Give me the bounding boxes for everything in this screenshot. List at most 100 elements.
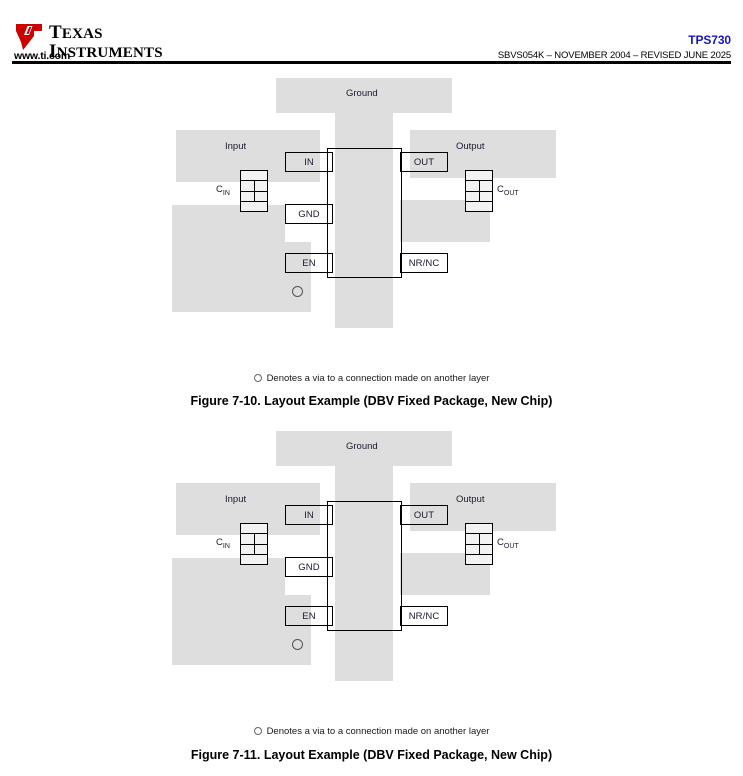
cap-out-label-text: C	[497, 537, 504, 548]
ground-plane	[276, 431, 452, 466]
via-legend-icon	[253, 374, 262, 382]
cap-cell	[255, 545, 268, 554]
layout-diagram: Ground Input Output IN GND EN OUT NR/NC …	[0, 70, 743, 328]
cap-cell-row	[241, 534, 268, 545]
chip-body	[327, 148, 402, 278]
cap-cell	[255, 534, 268, 543]
cap-cell-row	[241, 544, 268, 555]
cap-cell	[241, 534, 255, 544]
ground-plane-label: Ground	[346, 88, 378, 99]
pin-nr-nc[interactable]: NR/NC	[400, 606, 448, 626]
via-marker-icon	[292, 286, 303, 297]
cap-cell	[466, 555, 492, 564]
output-plane-label: Output	[456, 494, 485, 505]
via-legend: Denotes a via to a connection made on an…	[0, 726, 743, 737]
input-plane-label: Input	[225, 141, 247, 152]
input-lower-plane	[172, 205, 285, 312]
cap-cell	[241, 171, 267, 180]
cap-cell	[241, 181, 255, 191]
cap-cell-row	[466, 544, 493, 555]
cap-out-footprint	[465, 523, 493, 565]
cap-out-footprint	[465, 170, 493, 212]
ti-wordmark: TEXAS INSTRUMENTS	[49, 22, 163, 61]
cap-out-label-sub: OUT	[503, 542, 519, 550]
input-lower-plane	[172, 558, 285, 665]
cap-cell-row	[241, 181, 268, 192]
pin-out[interactable]: OUT	[400, 505, 448, 525]
pin-out[interactable]: OUT	[400, 152, 448, 172]
cap-cell-row	[466, 171, 492, 182]
ti-wordmark-instruments: INSTRUMENTS	[49, 42, 163, 61]
ti-wordmark-texas: TEXAS	[49, 23, 163, 42]
cap-cell-row	[466, 555, 492, 564]
cap-cell	[255, 181, 268, 190]
ti-website-url[interactable]: www.ti.com	[14, 50, 70, 62]
pin-in[interactable]: IN	[285, 152, 333, 172]
cap-in-label-text: C	[216, 537, 223, 548]
cap-cell	[480, 192, 493, 201]
output-plane-label: Output	[456, 141, 485, 152]
cap-cell	[241, 191, 255, 201]
via-legend-text: Denotes a via to a connection made on an…	[266, 373, 490, 384]
pin-en[interactable]: EN	[285, 606, 333, 626]
cap-cell-row	[241, 202, 267, 211]
cap-cell-row	[241, 555, 267, 564]
header-right-block: TPS730 SBVS054K – NOVEMBER 2004 – REVISE…	[497, 33, 731, 62]
cap-cell-row	[241, 171, 267, 182]
cap-in-footprint	[240, 170, 268, 212]
cap-in-footprint	[240, 523, 268, 565]
cap-cell	[241, 202, 267, 211]
pin-nr-nc[interactable]: NR/NC	[400, 253, 448, 273]
cap-cell-row	[241, 524, 267, 535]
cap-cell-row	[466, 191, 493, 202]
ti-wordmark-instruments-cap: I	[49, 41, 57, 62]
figure-caption: Figure 7-10. Layout Example (DBV Fixed P…	[190, 394, 553, 408]
cap-cell	[466, 534, 480, 544]
pin-gnd[interactable]: GND	[285, 557, 333, 577]
pin-gnd[interactable]: GND	[285, 204, 333, 224]
cap-cell	[466, 181, 480, 191]
cap-cell	[466, 171, 492, 180]
cap-cell	[255, 192, 268, 201]
cap-cell	[480, 181, 493, 190]
cap-cell-row	[466, 181, 493, 192]
ti-logo: TEXAS INSTRUMENTS	[14, 22, 163, 61]
cap-in-label: CIN	[216, 537, 230, 550]
page-header: TEXAS INSTRUMENTS www.ti.com TPS730 SBVS…	[0, 0, 743, 64]
input-plane-label: Input	[225, 494, 247, 505]
cap-cell	[241, 524, 267, 533]
cap-cell	[480, 545, 493, 554]
figure-7-10: Ground Input Output IN GND EN OUT NR/NC …	[0, 70, 743, 408]
figure-7-11: Ground Input Output IN GND EN OUT NR/NC …	[0, 423, 743, 762]
ground-plane-label: Ground	[346, 441, 378, 452]
part-number: TPS730	[688, 33, 731, 47]
cap-cell	[466, 524, 492, 533]
cap-cell-row	[466, 534, 493, 545]
via-legend-text: Denotes a via to a connection made on an…	[266, 726, 490, 737]
cap-out-label-text: C	[497, 184, 504, 195]
cap-cell	[480, 534, 493, 543]
via-marker-icon	[292, 639, 303, 650]
cap-in-label-sub: IN	[222, 542, 230, 550]
cap-cell	[241, 555, 267, 564]
cap-out-label-sub: OUT	[503, 189, 519, 197]
ground-plane	[276, 78, 452, 113]
pin-in[interactable]: IN	[285, 505, 333, 525]
via-legend: Denotes a via to a connection made on an…	[0, 373, 743, 384]
ti-wordmark-texas-cap: T	[49, 22, 62, 43]
cap-cell	[466, 544, 480, 554]
ti-logo-mark-icon	[14, 22, 44, 52]
cap-cell-row	[466, 202, 492, 211]
cap-in-label-sub: IN	[222, 189, 230, 197]
ti-wordmark-instruments-rest: NSTRUMENTS	[56, 45, 163, 61]
figure-caption: Figure 7-11. Layout Example (DBV Fixed P…	[190, 748, 553, 762]
cap-in-label-text: C	[216, 184, 223, 195]
document-id-and-dates: SBVS054K – NOVEMBER 2004 – REVISED JUNE …	[497, 50, 731, 62]
cap-out-label: COUT	[497, 537, 519, 550]
cap-cell-row	[241, 191, 268, 202]
layout-diagram: Ground Input Output IN GND EN OUT NR/NC …	[0, 423, 743, 681]
pin-en[interactable]: EN	[285, 253, 333, 273]
chip-body	[327, 501, 402, 631]
via-legend-icon	[253, 727, 262, 735]
cap-cell	[241, 544, 255, 554]
